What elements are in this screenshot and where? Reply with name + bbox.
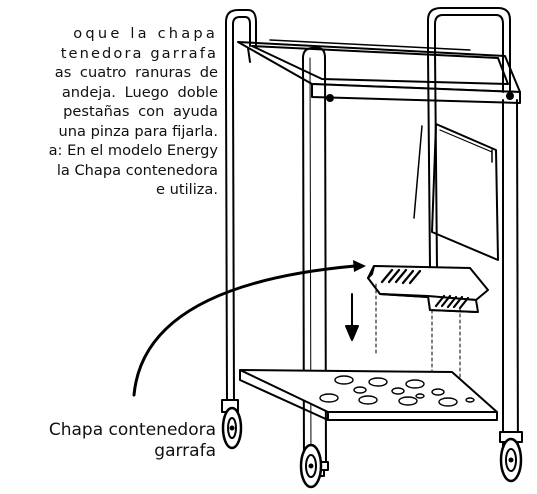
back-posts [225,51,438,409]
instruction-line: as cuatro ranuras de [54,64,218,81]
bottom-shelf [239,369,498,421]
instruction-line: oque la chapa [73,25,218,42]
right-handle [427,7,511,93]
wheel-front-right [499,431,523,483]
callout-label-line2: garrafa [154,441,216,461]
wheel-front-left [299,443,329,489]
instruction-line: pestañas con ayuda [63,103,218,120]
instruction-line: e utiliza. [156,181,218,198]
instruction-line: tenedora garrafa [60,44,218,62]
left-handle [225,9,257,81]
callout-arrow [132,260,366,397]
callout-label: Chapa contenedora garrafa [0,420,216,462]
instruction-line: una pinza para fijarla. [58,122,218,140]
front-right-post [502,99,519,471]
instruction-line: la Chapa contenedora [56,161,218,179]
top-tray [237,39,521,104]
instruction-line: andeja. Luego doble [61,83,218,101]
callout-label-line1: Chapa contenedora [48,420,216,440]
side-hanger [413,123,499,261]
instruction-line: a: En el modelo Energy [48,142,218,159]
wheel-back-left [221,399,243,450]
instructions-text: oque la chapa tenedora garrafa as cuatro… [0,24,218,200]
down-arrow [345,293,359,341]
bottle-plate [367,265,489,385]
